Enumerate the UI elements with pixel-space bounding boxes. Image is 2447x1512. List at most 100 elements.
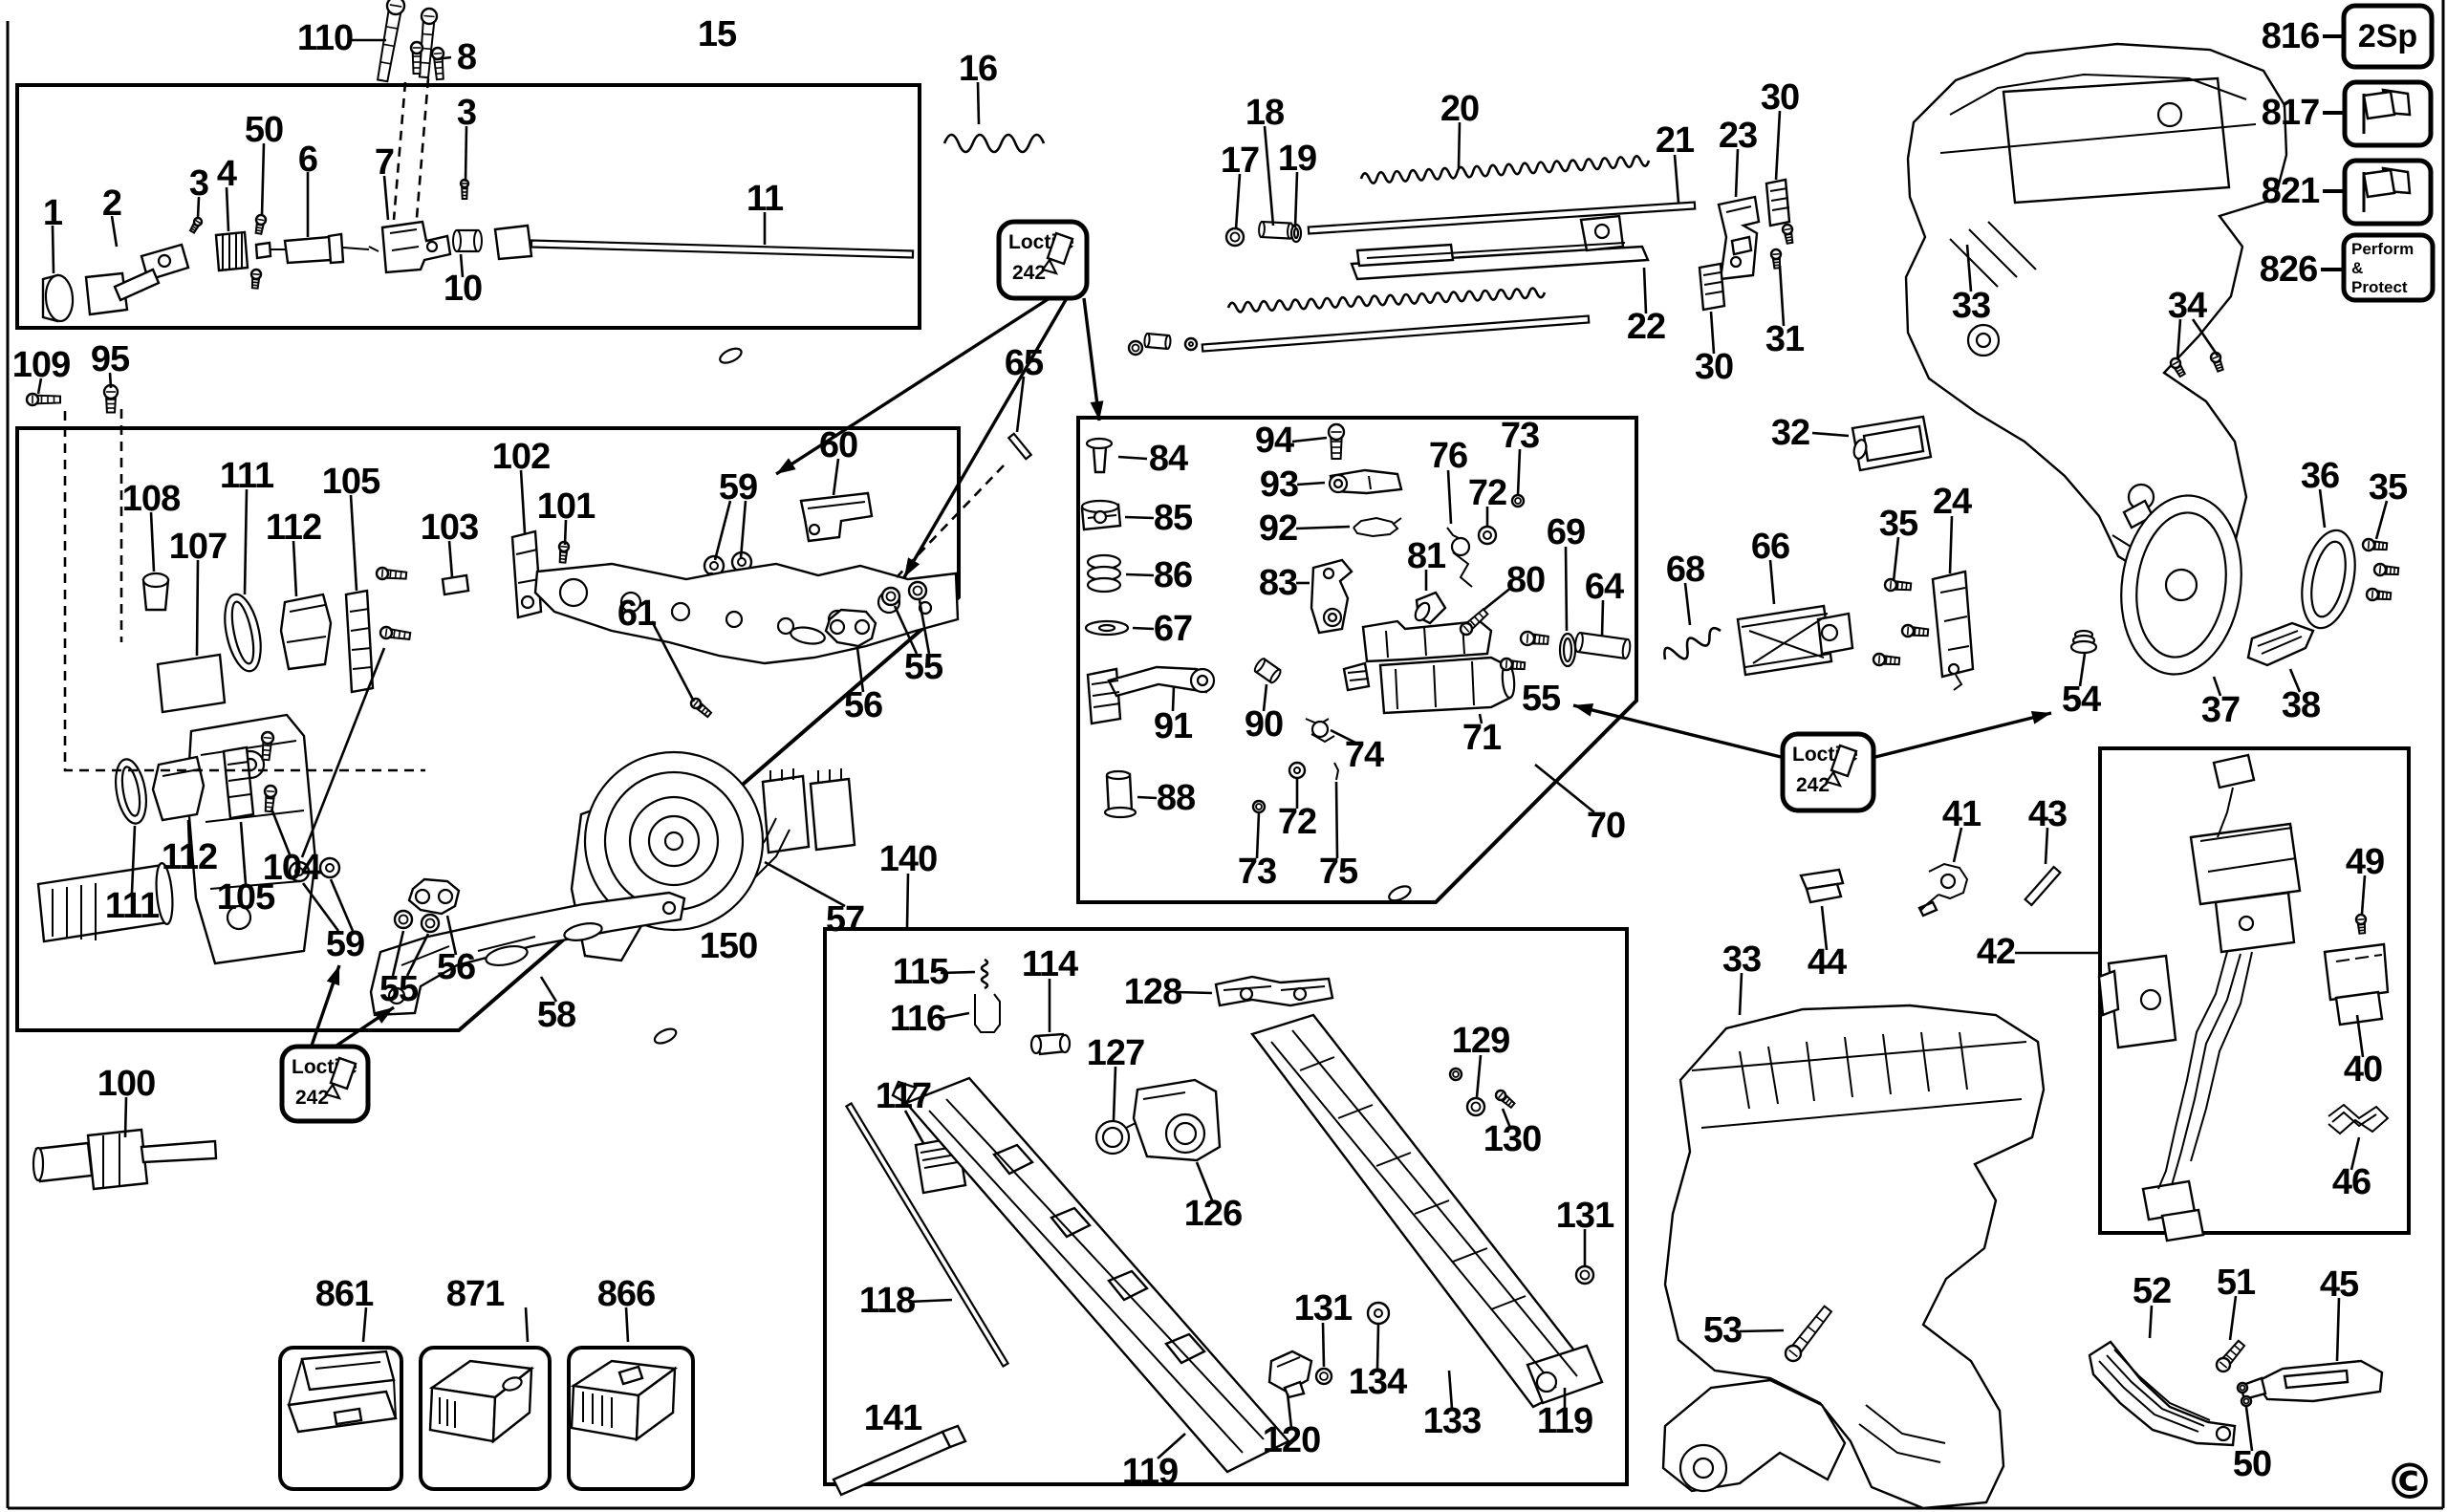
part-4-roller	[214, 230, 249, 272]
screw-35m-1	[1900, 582, 1904, 590]
rail-B	[1535, 1371, 1558, 1393]
part-label-40: 40	[2344, 1049, 2382, 1090]
group-box-140	[823, 927, 1629, 1486]
leader-line	[1892, 536, 1900, 582]
part-41-hook	[1939, 873, 1957, 890]
40	[1226, 287, 1547, 313]
part-6-shaft	[254, 241, 272, 260]
part-59a-1	[709, 561, 719, 571]
part-107-motor	[209, 880, 302, 890]
part-label-59: 59	[719, 467, 757, 508]
part-91-lever	[1093, 702, 1121, 708]
part-101-screw	[560, 545, 568, 549]
part-64-pin	[1574, 631, 1632, 660]
part-label-70: 70	[1587, 806, 1625, 846]
part-label-19: 19	[1278, 139, 1316, 179]
part-24-plate	[1947, 662, 1960, 676]
leader-line	[1286, 1393, 1293, 1429]
part-84-screw	[1085, 437, 1114, 450]
part-71-screw-b	[1515, 661, 1519, 669]
part-label-115: 115	[893, 952, 949, 992]
leader-line	[907, 1298, 953, 1304]
part-6-shaft	[342, 247, 370, 250]
leader-line	[415, 77, 430, 219]
leader-line	[1673, 154, 1680, 204]
part-58-bracket	[563, 922, 603, 941]
part-67-washer	[1097, 623, 1116, 633]
part-22-carrier	[1366, 242, 1626, 259]
part-74-clip	[1310, 720, 1330, 739]
part-73a	[1255, 803, 1263, 810]
part-30-top	[1769, 187, 1788, 192]
part-label-112: 112	[266, 508, 321, 548]
part-7-bracket	[425, 240, 439, 253]
leader-line	[2212, 676, 2222, 697]
copyright-mark: ©	[2385, 1454, 2435, 1511]
screw-110-a	[389, 4, 402, 8]
legend-text-line: Protect	[2351, 278, 2408, 296]
part-label-33: 33	[1952, 286, 1990, 326]
part-131-l	[1319, 1372, 1329, 1381]
leader-line	[1642, 267, 1648, 314]
part-100-spindle	[34, 1141, 94, 1183]
part-130-screw	[1498, 1091, 1504, 1099]
part-107-motor	[200, 740, 297, 756]
leader-line	[301, 882, 340, 932]
part-56b-link	[414, 888, 431, 905]
part-label-3: 3	[457, 93, 476, 133]
frame-plate	[725, 610, 744, 629]
part-label-50: 50	[245, 110, 283, 150]
screw-104-t1	[389, 571, 392, 578]
part-label-120: 120	[1263, 1420, 1320, 1460]
loctite-number: 242	[295, 1087, 329, 1109]
part-126-bracket	[1142, 1091, 1186, 1100]
leader-line	[1475, 1054, 1483, 1098]
part-108-plug	[141, 572, 170, 589]
leader-line	[1738, 972, 1743, 1016]
part-label-141: 141	[864, 1398, 922, 1438]
housing-33-bottom	[1739, 1050, 1750, 1110]
screw-35m-1	[1905, 582, 1908, 590]
leader-line	[896, 464, 1005, 578]
part-126-bracket	[1173, 1121, 1198, 1146]
part-label-58: 58	[537, 995, 575, 1035]
leader-line	[225, 186, 230, 232]
part-label-56: 56	[437, 947, 475, 987]
leader-line	[1478, 713, 1483, 724]
part-50-screw-b	[252, 272, 260, 276]
part-label-107: 107	[169, 527, 227, 567]
leader-line	[405, 933, 430, 977]
part-91-lever	[1091, 680, 1119, 685]
part-label-6: 6	[298, 140, 317, 180]
leader-line	[713, 500, 732, 561]
part-label-68: 68	[1666, 550, 1704, 590]
part-34-screw-a	[2177, 370, 2184, 376]
screw-104-b2	[266, 789, 275, 793]
part-114-nut	[1029, 1034, 1043, 1055]
part-23-bracket	[1725, 205, 1752, 213]
part-43-pin	[2024, 865, 2062, 907]
screw-104-b1	[263, 748, 271, 752]
part-label-105: 105	[217, 877, 275, 918]
legend-text-line: Perform	[2351, 240, 2414, 258]
rail-B	[1452, 1247, 1488, 1263]
glue-bottle-icon	[1388, 885, 1412, 902]
leader-line	[447, 540, 454, 578]
housing-33-bottom	[1806, 1041, 1815, 1102]
leader-line	[2360, 875, 2367, 915]
leader-line	[2335, 1297, 2341, 1362]
leader-line	[149, 511, 156, 572]
part-56a-link	[829, 618, 846, 636]
leader-line	[2244, 1406, 2254, 1452]
part-127-ring	[1101, 1126, 1124, 1149]
part-71-screw-b	[1505, 659, 1508, 669]
part-label-128: 128	[1124, 972, 1181, 1012]
part-49-screw	[2357, 918, 2365, 921]
rail-A	[928, 1110, 1244, 1454]
harness-42	[2097, 969, 2120, 1017]
part-3-pin-a	[192, 226, 197, 229]
harness-42	[2157, 951, 2228, 1190]
leader-line	[243, 488, 249, 595]
part-30-bottom	[1698, 262, 1726, 312]
part-label-43: 43	[2028, 794, 2067, 834]
